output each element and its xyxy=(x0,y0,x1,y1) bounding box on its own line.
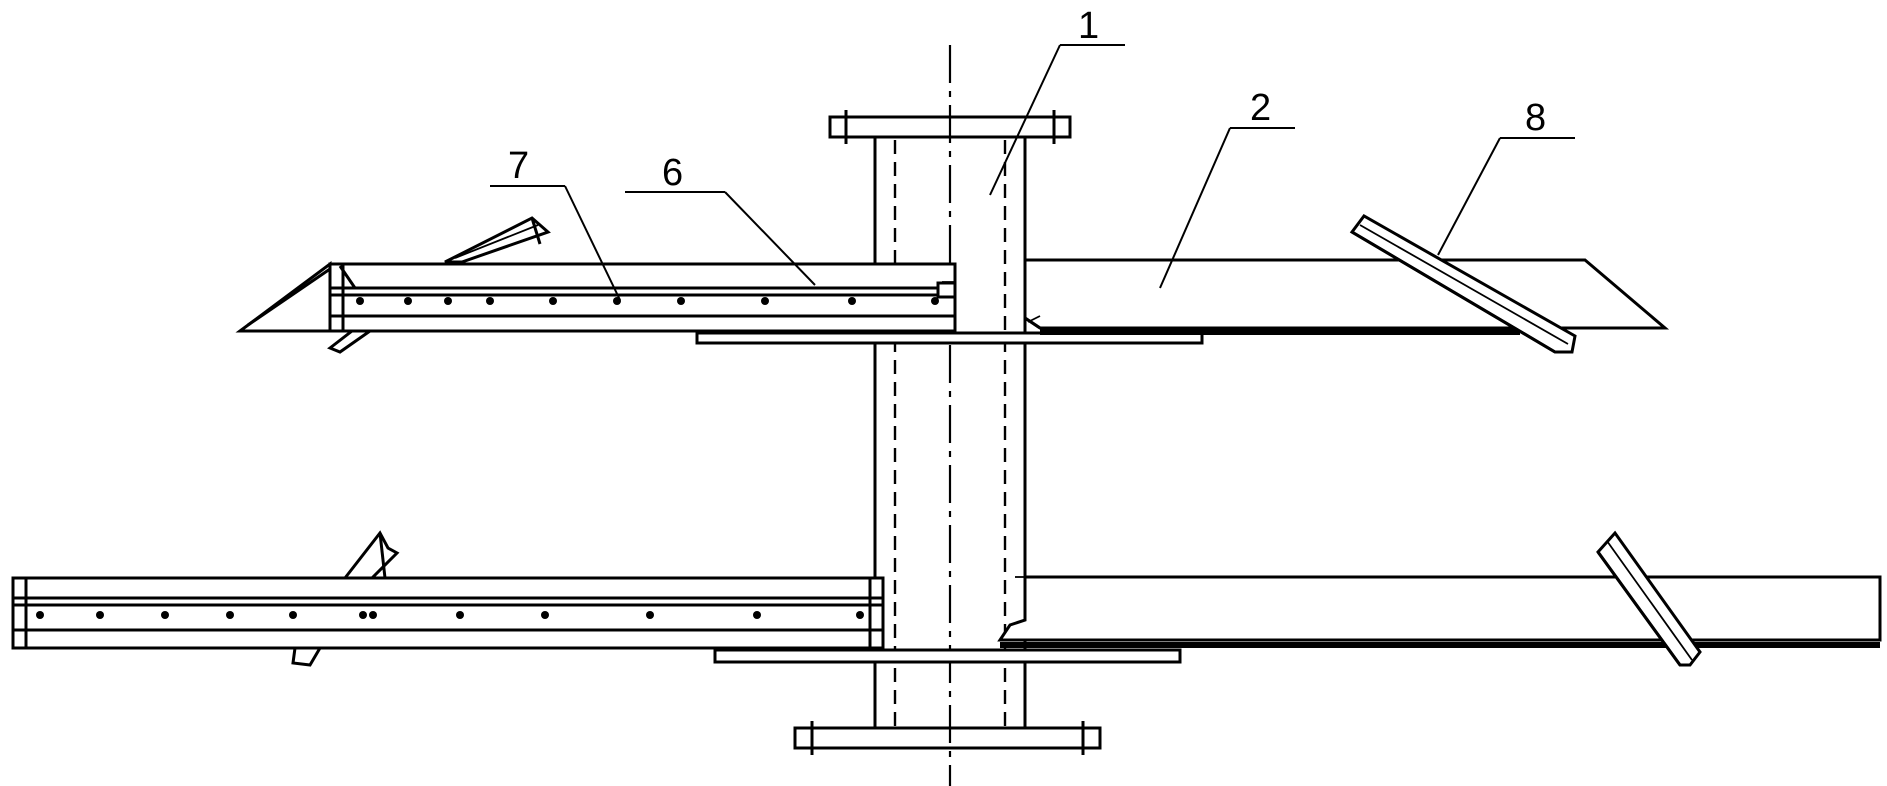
upper-right-plate-arm xyxy=(1023,258,1670,335)
central-column xyxy=(793,45,1102,786)
callout-1-label: 1 xyxy=(1078,5,1099,47)
lower-right-plate-arm xyxy=(997,575,1882,648)
lower-left-channel-beam xyxy=(11,576,885,650)
callout-2: 2 xyxy=(1159,87,1295,289)
upper-base-plate xyxy=(695,331,1204,345)
upper-right-diagonal-brace xyxy=(1349,214,1577,354)
callout-1: 1 xyxy=(989,5,1125,196)
lower-level xyxy=(11,530,1882,667)
lower-base-plate xyxy=(713,648,1182,664)
callout-7: 7 xyxy=(490,145,621,301)
lower-left-diagonal-brace xyxy=(291,530,400,667)
lower-left-bolt-row xyxy=(36,611,864,619)
callout-8: 8 xyxy=(1437,97,1575,256)
upper-left-diagonal-brace xyxy=(327,216,551,354)
upper-left-channel-beam xyxy=(235,261,957,333)
callout-8-label: 8 xyxy=(1525,97,1546,139)
upper-level xyxy=(235,214,1670,354)
upper-left-bolt-row xyxy=(356,297,939,305)
callout-6-label: 6 xyxy=(662,152,683,194)
callout-6: 6 xyxy=(625,152,816,286)
callout-2-label: 2 xyxy=(1250,87,1271,129)
callout-7-label: 7 xyxy=(508,145,529,187)
lower-right-diagonal-brace xyxy=(1596,530,1702,667)
bottom-flange-plate xyxy=(793,726,1102,750)
